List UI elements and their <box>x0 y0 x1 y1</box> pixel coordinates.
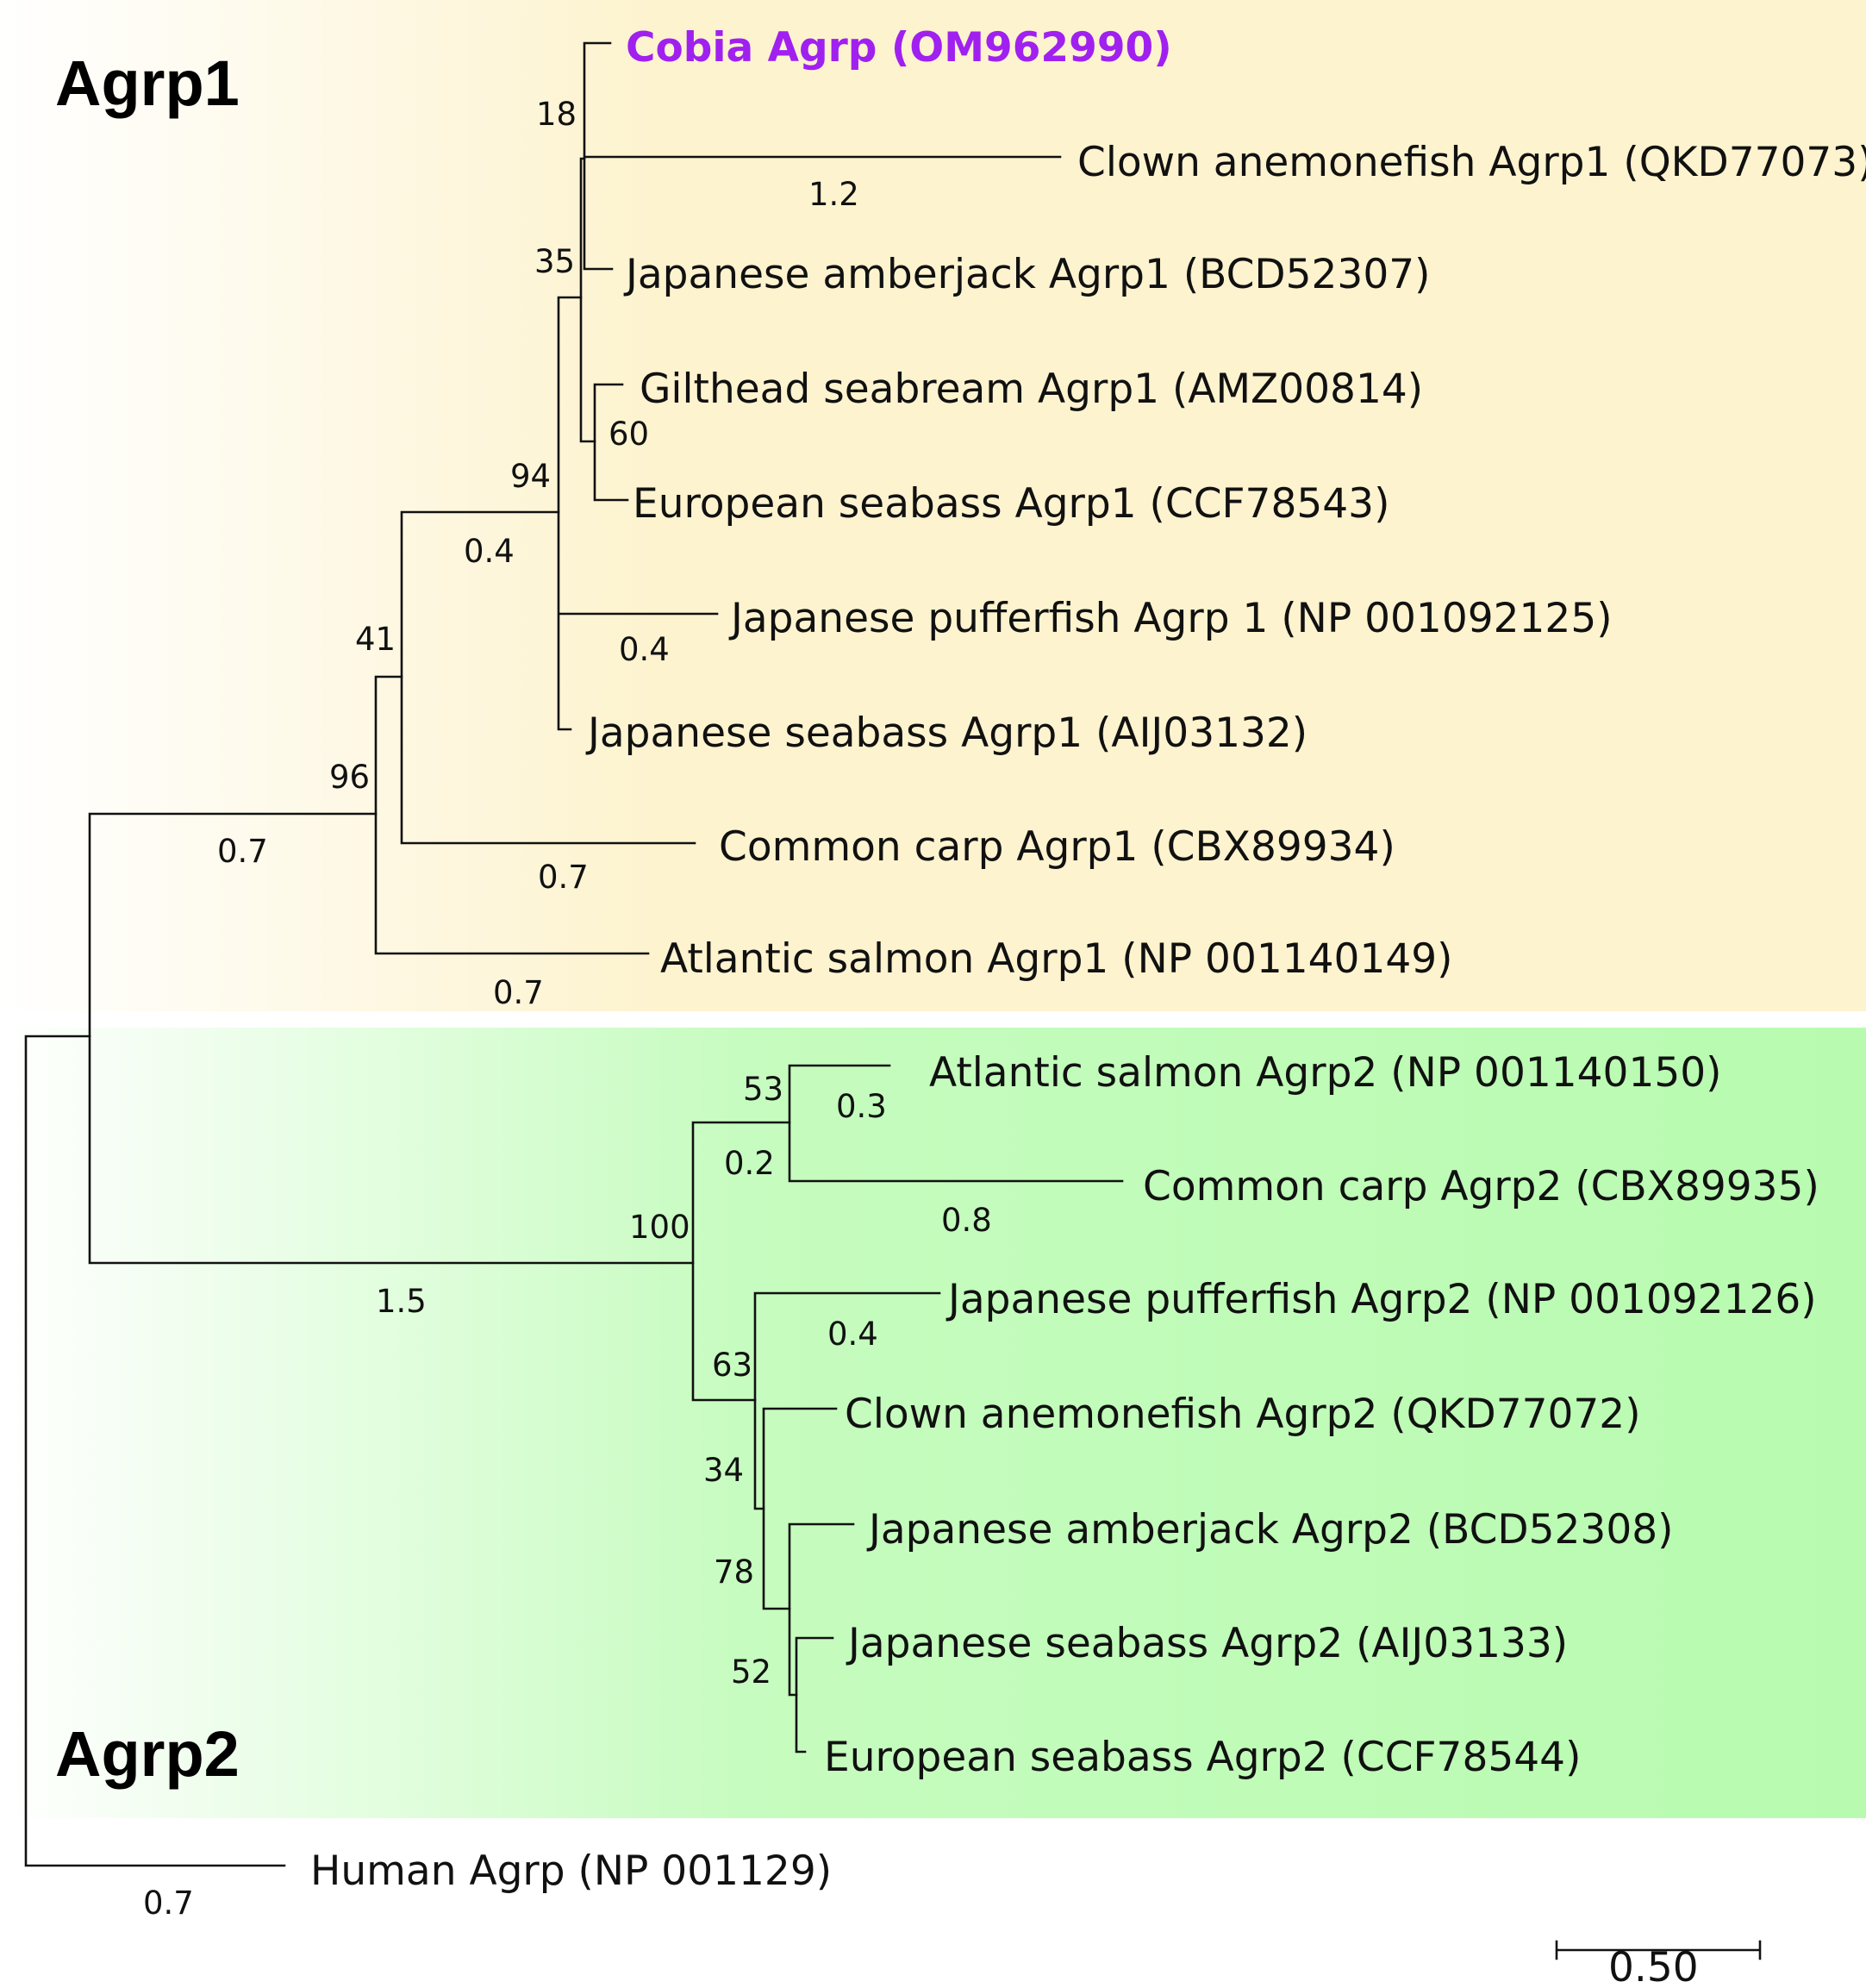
branch-length-human: 0.7 <box>143 1885 194 1922</box>
leaf-japanese-amberjack-agrp2: Japanese amberjack Agrp2 (BCD52308) <box>866 1506 1673 1554</box>
branch-length-clown1: 1.2 <box>808 176 859 213</box>
scale-bar-line <box>1555 1940 1762 1960</box>
branch-root <box>24 1035 286 1867</box>
branch-length-puffer1: 0.4 <box>619 631 670 668</box>
branch-length-agrp1-stem: 0.7 <box>217 833 268 870</box>
leaf-atlantic-salmon-agrp2: Atlantic salmon Agrp2 (NP 001140150) <box>929 1049 1722 1097</box>
branch-agrp1-base <box>374 675 650 955</box>
tree-branches <box>24 41 1762 1960</box>
branch-length-salmon2: 0.3 <box>836 1088 887 1125</box>
agrp1-clade-background <box>0 0 1866 1011</box>
branch-length-carp1: 0.7 <box>538 859 589 896</box>
leaf-european-seabass-agrp1: European seabass Agrp1 (CCF78543) <box>633 480 1389 528</box>
agrp2-clade-background <box>0 1028 1866 1818</box>
branch-ingroup <box>88 812 695 1265</box>
bootstrap-60: 60 <box>608 416 649 453</box>
scale-bar-label: 0.50 <box>1608 1944 1699 1984</box>
branch-length-agrp2-stem: 1.5 <box>376 1283 427 1320</box>
bootstrap-63: 63 <box>712 1347 752 1384</box>
leaf-japanese-pufferfish-agrp2: Japanese pufferfish Agrp2 (NP 001092126) <box>945 1276 1817 1323</box>
branch-agrp2-inner <box>762 1407 838 1610</box>
branch-length-labels: 1.2 0.4 0.4 0.7 0.7 0.7 0.3 0.2 0.8 0.4 … <box>143 176 992 1922</box>
bootstrap-52: 52 <box>731 1654 771 1691</box>
bootstrap-34: 34 <box>703 1452 744 1489</box>
leaf-labels: Cobia Agrp (OM962990) Clown anemonefish … <box>310 24 1866 1895</box>
leaf-atlantic-salmon-agrp1: Atlantic salmon Agrp1 (NP 001140149) <box>660 935 1453 983</box>
bootstrap-100: 100 <box>629 1209 690 1246</box>
bootstrap-values: 18 35 60 94 41 96 53 100 63 34 78 52 <box>329 96 783 1691</box>
branch-agrp1-mid <box>400 510 696 845</box>
branch-agrp2-mid <box>753 1291 941 1510</box>
branch-agrp1-core <box>557 296 719 731</box>
leaf-clown-anemonefish-agrp2: Clown anemonefish Agrp2 (QKD77072) <box>845 1391 1641 1438</box>
bootstrap-96: 96 <box>329 759 370 796</box>
bootstrap-35: 35 <box>534 243 575 280</box>
branch-salmon-carp2 <box>788 1064 1124 1183</box>
agrp2-group-label: Agrp2 <box>55 1718 240 1790</box>
leaf-clown-anemonefish-agrp1: Clown anemonefish Agrp1 (QKD77073) <box>1077 139 1866 186</box>
branch-length-puffer2: 0.4 <box>827 1316 878 1353</box>
branch-agrp2-top <box>788 1522 855 1697</box>
bootstrap-78: 78 <box>714 1554 754 1591</box>
leaf-gilthead-seabream-agrp1: Gilthead seabream Agrp1 (AMZ00814) <box>640 366 1423 413</box>
branch-length-carp2: 0.8 <box>941 1202 992 1239</box>
bootstrap-53: 53 <box>743 1071 783 1108</box>
branch-agrp2-base <box>691 1121 791 1402</box>
leaf-japanese-pufferfish-agrp1: Japanese pufferfish Agrp 1 (NP 001092125… <box>728 595 1613 642</box>
branch-length-agrp1-core: 0.4 <box>464 533 515 570</box>
leaf-japanese-seabass-agrp2: Japanese seabass Agrp2 (AIJ03133) <box>846 1620 1568 1667</box>
leaf-human-agrp: Human Agrp (NP 001129) <box>310 1847 832 1895</box>
branch-length-salmon-carp2: 0.2 <box>724 1145 775 1182</box>
bootstrap-94: 94 <box>510 458 551 495</box>
leaf-japanese-amberjack-agrp1: Japanese amberjack Agrp1 (BCD52307) <box>623 251 1430 298</box>
leaf-common-carp-agrp1: Common carp Agrp1 (CBX89934) <box>719 823 1395 871</box>
bootstrap-41: 41 <box>355 621 396 658</box>
branch-seabream-seabass <box>593 383 629 502</box>
bootstrap-18: 18 <box>536 96 577 133</box>
leaf-japanese-seabass-agrp1: Japanese seabass Agrp1 (AIJ03132) <box>585 710 1307 757</box>
branch-agrp2-tip <box>795 1636 834 1754</box>
agrp1-group-label: Agrp1 <box>55 47 240 119</box>
leaf-cobia-agrp: Cobia Agrp (OM962990) <box>626 24 1172 72</box>
branch-agrp1-top <box>583 41 1062 271</box>
leaf-european-seabass-agrp2: European seabass Agrp2 (CCF78544) <box>824 1734 1581 1781</box>
leaf-common-carp-agrp2: Common carp Agrp2 (CBX89935) <box>1143 1163 1819 1210</box>
branch-length-salmon1: 0.7 <box>493 974 544 1011</box>
